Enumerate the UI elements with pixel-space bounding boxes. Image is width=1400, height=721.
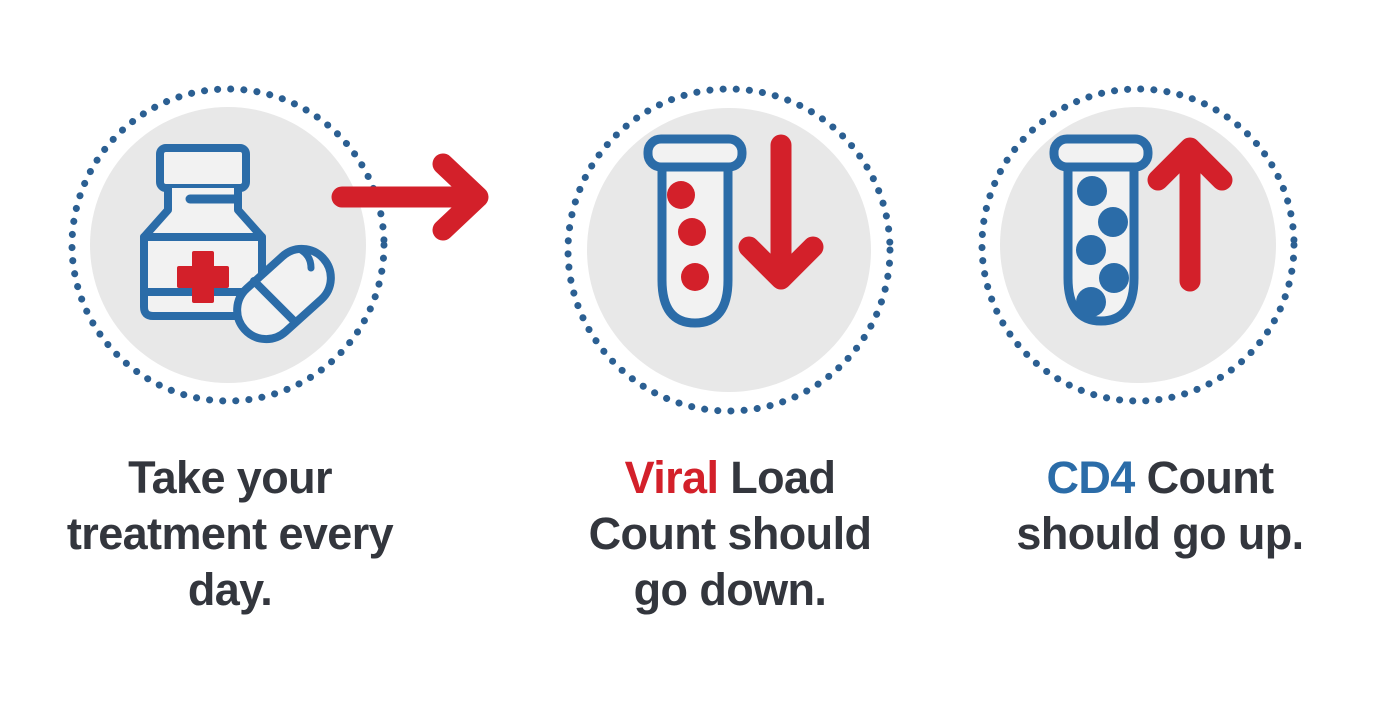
badge-take-treatment bbox=[68, 85, 388, 405]
tube-cells bbox=[667, 181, 709, 291]
dotted-ring-icon bbox=[68, 85, 388, 405]
up-arrow-icon bbox=[1147, 137, 1233, 292]
caption-viral-load: Viral Load Count should go down. bbox=[520, 450, 940, 618]
red-cross-glyph bbox=[177, 251, 229, 303]
badge-viral-load bbox=[564, 85, 894, 415]
down-arrow-icon bbox=[738, 134, 824, 290]
tube-cells bbox=[1076, 176, 1129, 317]
right-arrow-icon bbox=[330, 150, 500, 265]
dotted-ring-icon bbox=[978, 85, 1298, 405]
caption-rest-viral: Load Count should go down. bbox=[588, 452, 872, 615]
caption-take-treatment: Take your treatment every day. bbox=[66, 452, 394, 615]
caption-cd4-count: CD4 Count should go up. bbox=[955, 450, 1365, 562]
test-tube-red-cells-down-arrow-icon bbox=[643, 134, 824, 328]
medicine-bottle-and-capsule-icon bbox=[140, 144, 335, 344]
caption-rest-cd4: Count should go up. bbox=[1016, 452, 1304, 559]
badge-cd4-count bbox=[978, 85, 1298, 405]
dotted-ring-icon bbox=[564, 85, 894, 415]
caption-accent-viral: Viral bbox=[624, 452, 719, 503]
test-tube-blue-cells-up-arrow-icon bbox=[1049, 134, 1233, 326]
caption-accent-cd4: CD4 bbox=[1046, 452, 1135, 503]
